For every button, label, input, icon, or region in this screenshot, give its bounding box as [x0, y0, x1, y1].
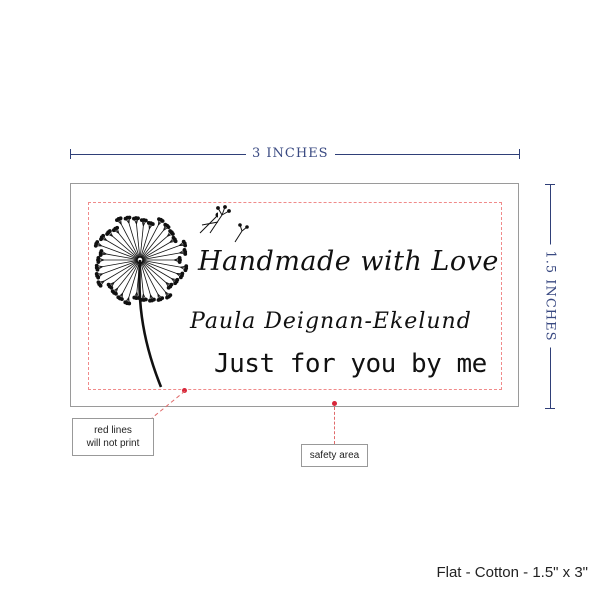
label-line-1: Handmade with Love — [198, 246, 499, 277]
safety-area-note: safety area — [301, 444, 368, 467]
marker-dot — [332, 401, 337, 406]
leader-line — [151, 390, 186, 419]
safety-area-outline — [88, 202, 502, 390]
seed-icon — [201, 205, 249, 243]
label-line-2: Paula Deignan-Ekelund — [190, 309, 472, 334]
dandelion-icon — [93, 212, 218, 388]
dim-tick — [519, 149, 520, 159]
dim-tick — [545, 408, 555, 409]
note-text: will not print — [86, 438, 140, 449]
product-caption: Flat - Cotton - 1.5" x 3" — [436, 564, 588, 581]
red-lines-note: red lines will not print — [72, 418, 154, 456]
marker-dot — [182, 388, 187, 393]
label-line-3: Just for you by me — [214, 349, 487, 379]
note-text: red lines — [94, 425, 132, 436]
width-label: 3 INCHES — [246, 146, 335, 161]
leader-line — [334, 407, 335, 444]
height-label: 1.5 INCHES — [542, 244, 558, 348]
